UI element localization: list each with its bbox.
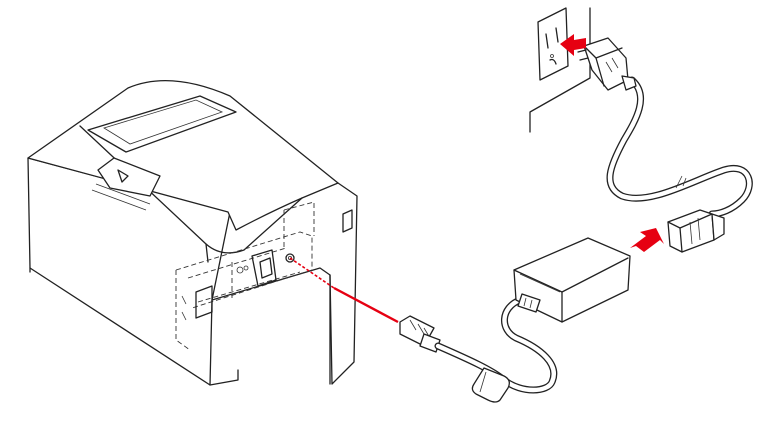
printer: [27, 80, 358, 386]
wall-outlet: [529, 7, 591, 133]
ac-adapter: [513, 237, 631, 323]
adapter-connect-arrow: [630, 228, 664, 252]
outlet-connect-arrow: [560, 34, 586, 56]
dc-plug: [399, 315, 441, 353]
dc-guide-line: [289, 257, 399, 324]
power-cord: [606, 76, 753, 218]
power-cord-connector: [667, 209, 725, 253]
ferrite-core: [471, 367, 510, 403]
ac-plug: [577, 37, 637, 91]
